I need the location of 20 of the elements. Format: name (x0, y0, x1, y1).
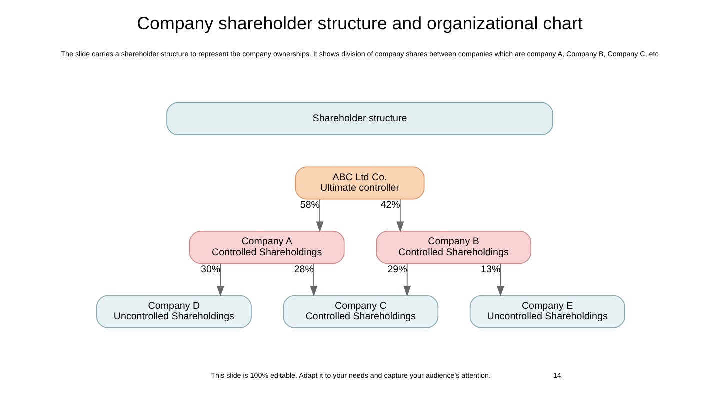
arrow (396, 199, 404, 232)
node-box: ABC Ltd Co. Ultimate controller (295, 166, 425, 200)
node-box: Company B Controlled Shareholdings (376, 231, 532, 264)
edge-label: 28% (294, 264, 314, 276)
edge-label: 29% (388, 264, 408, 276)
arrow (310, 263, 318, 297)
arrow (216, 263, 224, 297)
node-box: Company D Uncontrolled Shareholdings (96, 295, 252, 328)
arrow (404, 263, 412, 297)
node-box: Company C Controlled Shareholdings (283, 295, 439, 328)
edge-label: 58% (300, 200, 320, 211)
edge-label: 30% (200, 264, 221, 276)
node-box: Shareholder structure (166, 102, 554, 136)
arrow (316, 199, 324, 232)
node-box: Company E Uncontrolled Shareholdings (470, 295, 626, 328)
edge-label: 13% (481, 264, 501, 276)
arrow (496, 263, 504, 297)
edge-label: 42% (380, 200, 400, 211)
node-box: Company A Controlled Shareholdings (189, 231, 345, 264)
diagram-title: Company shareholder structure and organizational chart (137, 14, 583, 34)
